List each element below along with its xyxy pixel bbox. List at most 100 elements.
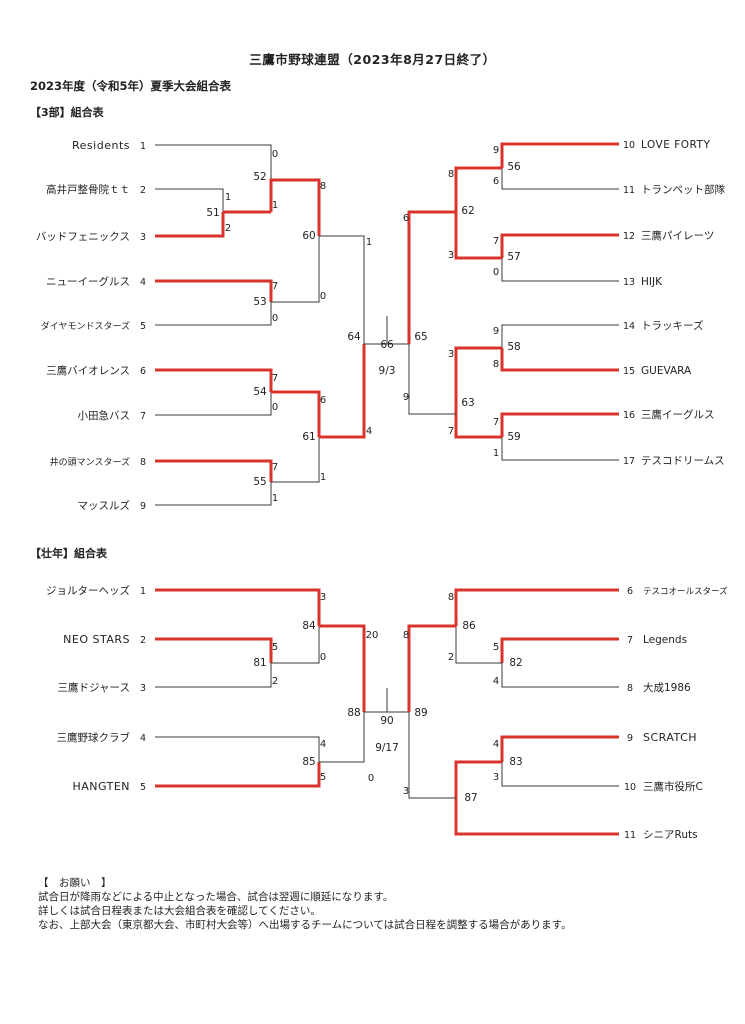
left-team-name: 井の頭マンスターズ: [50, 456, 130, 468]
bracket-line: [155, 212, 225, 238]
score: 9: [493, 145, 499, 156]
game-number: 59: [507, 431, 520, 443]
score: 4: [493, 739, 499, 750]
left-team-name: 小田急バス: [78, 409, 131, 422]
score: 1: [225, 192, 231, 203]
bracket-line: [500, 233, 619, 258]
notes-line-3: なお、上部大会（東京都大会、市町村大会等）へ出場するチームについては試合日程を調…: [38, 919, 572, 931]
score: 5: [320, 772, 326, 783]
bracket-line: [454, 760, 502, 798]
right-team-name: シニアRuts: [643, 829, 698, 841]
bracket-line: [271, 236, 320, 303]
left-team-name: Residents: [72, 139, 130, 152]
bracket-line: [454, 414, 502, 439]
game-number: 53: [253, 296, 266, 308]
score: 8: [320, 181, 326, 192]
left-team-name: ダイヤモンドスターズ: [41, 320, 130, 332]
bracket-line: [155, 459, 273, 482]
score: 7: [272, 462, 278, 473]
bracket-line: [319, 235, 365, 344]
bracket-line: [500, 348, 619, 372]
score: 0: [272, 313, 278, 324]
notes-line-1: 試合日が降雨などによる中止となった場合、試合は翌週に順延になります。: [38, 891, 394, 903]
left-team-name: 三鷹バイオレンス: [46, 364, 130, 377]
right-team-seed: 7: [627, 635, 633, 646]
bracket-line: [155, 637, 273, 663]
bracket-line: [155, 392, 272, 416]
right-team-name: テスコオールスターズ: [643, 586, 728, 597]
bracket-line: [501, 258, 619, 282]
bracket-line: [500, 735, 619, 762]
score: 6: [320, 395, 326, 406]
game-number: 61: [302, 431, 315, 443]
bracket-line: [155, 762, 321, 788]
right-team-name: GUEVARA: [641, 365, 692, 377]
right-team-seed: 8: [627, 683, 633, 694]
score: 7: [448, 426, 454, 437]
game-number: 83: [509, 756, 522, 768]
game-number: 85: [302, 756, 315, 768]
right-team-seed: 16: [623, 410, 635, 421]
page-title: 三鷹市野球連盟（2023年8月27日終了）: [249, 52, 496, 67]
right-team-seed: 17: [623, 456, 635, 467]
game-number: 66: [380, 339, 394, 351]
bracket-line: [454, 166, 502, 212]
final-date: 9/3: [379, 365, 396, 377]
game-number: 81: [253, 657, 266, 669]
bracket-line: [500, 142, 619, 168]
bracket-line: [407, 624, 456, 712]
score: 5: [493, 642, 499, 653]
score: 2: [225, 223, 231, 234]
bracket-line: [454, 346, 502, 414]
score: 8: [448, 592, 454, 603]
left-team-seed: 3: [140, 683, 146, 694]
score: 4: [366, 426, 372, 437]
bracket-line: [269, 178, 321, 236]
score: 20: [366, 630, 379, 641]
game-number: 63: [461, 397, 474, 409]
left-team-seed: 4: [140, 733, 146, 744]
right-team-name: 三鷹パイレーツ: [641, 229, 714, 242]
bracket-line: [501, 663, 619, 688]
game-number: 62: [461, 205, 474, 217]
left-team-name: マッスルズ: [78, 499, 131, 512]
left-team-seed: 5: [140, 782, 146, 793]
notes-line-2: 詳しくは試合日程表または大会組合表を確認してください。: [38, 905, 321, 917]
left-team-seed: 3: [140, 232, 146, 243]
left-team-name: 三鷹野球クラブ: [57, 731, 131, 744]
game-number: 84: [302, 620, 316, 632]
game-number: 89: [414, 707, 427, 719]
bracket-line: [408, 344, 456, 415]
page-subtitle: 2023年度（令和5年）夏季大会組合表: [30, 79, 232, 93]
bracket-line: [319, 344, 366, 439]
game-number: 88: [347, 707, 360, 719]
score: 1: [320, 472, 326, 483]
bracket-line: [155, 368, 273, 392]
score: 7: [272, 281, 278, 292]
bracket-line: [155, 482, 272, 506]
left-team-seed: 4: [140, 277, 146, 288]
score: 2: [272, 676, 278, 687]
bracket-line: [155, 302, 272, 326]
score: 3: [493, 772, 499, 783]
final-date: 9/17: [375, 742, 399, 754]
right-team-seed: 11: [624, 830, 636, 841]
bracket-line: [455, 626, 502, 664]
score: 3: [448, 250, 454, 261]
bracket-line: [271, 390, 321, 437]
bracket-line: [454, 212, 502, 260]
right-team-name: Legends: [643, 634, 687, 646]
game-number: 54: [253, 386, 267, 398]
score: 6: [403, 213, 409, 224]
score: 0: [320, 291, 326, 302]
score: 1: [493, 448, 499, 459]
left-team-seed: 8: [140, 457, 146, 468]
right-team-name: HIJK: [641, 276, 663, 288]
bracket-line: [408, 712, 456, 799]
score: 2: [448, 652, 454, 663]
game-number: 64: [347, 331, 361, 343]
bracket-line: [271, 437, 320, 483]
score: 0: [272, 149, 278, 160]
